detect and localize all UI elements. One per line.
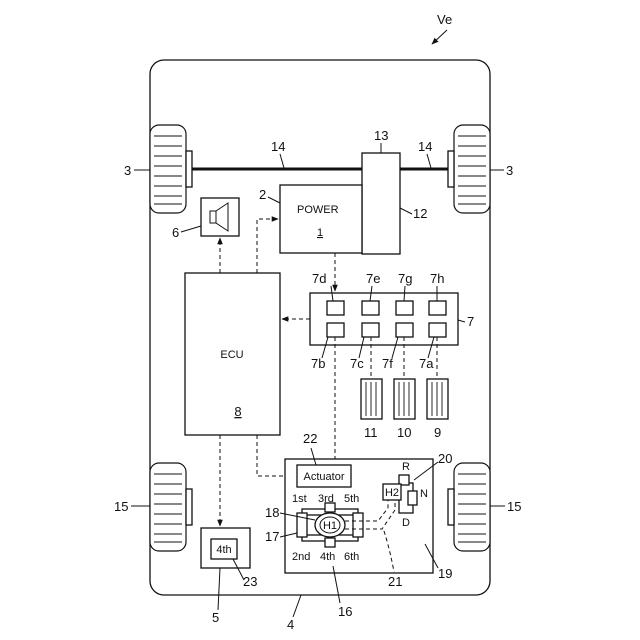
- gear-label-2nd: 2nd: [292, 551, 310, 563]
- ref-pedal-11: 11: [364, 425, 378, 440]
- power-unit: [280, 185, 362, 253]
- ref-power: 2: [259, 187, 266, 202]
- ref-sensor-7d: 7d: [312, 271, 326, 286]
- gear-display-value: 4th: [216, 544, 231, 556]
- sensor-7g: [396, 301, 413, 315]
- ref-h-gate-knob: 18: [265, 505, 279, 520]
- ref-sensor-7h: 7h: [430, 271, 444, 286]
- ecu-label: ECU: [220, 349, 243, 361]
- sensor-7h: [429, 301, 446, 315]
- front-right-tire: [448, 125, 490, 213]
- vehicle-label-arrow: [432, 30, 447, 44]
- gear-label-5th: 5th: [344, 493, 359, 505]
- power-label: POWER: [297, 204, 339, 216]
- front-left-tire: [150, 125, 192, 213]
- ecu-number: 8: [234, 404, 241, 419]
- ref-sensor-7e: 7e: [366, 271, 380, 286]
- ref-sensor-7b: 7b: [311, 356, 325, 371]
- ref-sensor-7g: 7g: [398, 271, 412, 286]
- h1-label: H1: [323, 520, 337, 532]
- sensor-7e: [362, 301, 379, 315]
- ref-transmission: 13: [374, 128, 388, 143]
- ref-speaker: 6: [172, 225, 179, 240]
- ref-pattern: 16: [338, 604, 352, 619]
- actuator-label: Actuator: [304, 471, 345, 483]
- ref-front-wheel-right: 3: [506, 163, 513, 178]
- ref-front-wheel-left: 3: [124, 163, 131, 178]
- ref-sensor-7a: 7a: [419, 356, 434, 371]
- ref-lever-unit: 19: [438, 566, 452, 581]
- gear-label-1st: 1st: [292, 493, 307, 505]
- ref-lever: 20: [438, 451, 452, 466]
- lever-n-label: N: [420, 488, 428, 500]
- ref-axle-right: 14: [418, 139, 432, 154]
- lever-r-label: R: [402, 461, 410, 473]
- sensor-7d: [327, 301, 344, 315]
- gear-label-6th: 6th: [344, 551, 359, 563]
- sensor-7b: [327, 323, 344, 337]
- ref-sensor-7f: 7f: [382, 356, 393, 371]
- ref-rear-wheel-right: 15: [507, 499, 521, 514]
- ref-pedal-9: 9: [434, 425, 441, 440]
- pedal-11: [361, 379, 382, 419]
- ref-pedal-10: 10: [397, 425, 411, 440]
- rear-left-tire: [150, 463, 192, 551]
- speaker-unit: [201, 198, 239, 236]
- ref-rear-wheel-left: 15: [114, 499, 128, 514]
- gear-label-4th: 4th: [320, 551, 335, 563]
- power-number: 1: [317, 227, 323, 239]
- ref-motor: 12: [413, 206, 427, 221]
- h2-label: H2: [385, 487, 399, 499]
- rear-right-tire: [448, 463, 490, 551]
- ref-link: 21: [388, 574, 402, 589]
- ref-axle-left: 14: [271, 139, 285, 154]
- ref-sensor-group: 7: [467, 314, 474, 329]
- ref-gear-display: 23: [243, 574, 257, 589]
- pedal-10: [394, 379, 415, 419]
- ref-sensor-7c: 7c: [350, 356, 364, 371]
- ref-h-gate: 17: [265, 529, 279, 544]
- lever-d-label: D: [402, 517, 410, 529]
- vehicle-label: Ve: [437, 12, 452, 27]
- sensor-7a: [429, 323, 446, 337]
- ref-actuator: 22: [303, 431, 317, 446]
- ref-gear-display-unit: 5: [212, 610, 219, 625]
- ref-shifter-assembly: 4: [287, 617, 294, 632]
- pedal-9: [427, 379, 448, 419]
- transmission-block: [362, 153, 400, 254]
- sensor-7c: [362, 323, 379, 337]
- sensor-7f: [396, 323, 413, 337]
